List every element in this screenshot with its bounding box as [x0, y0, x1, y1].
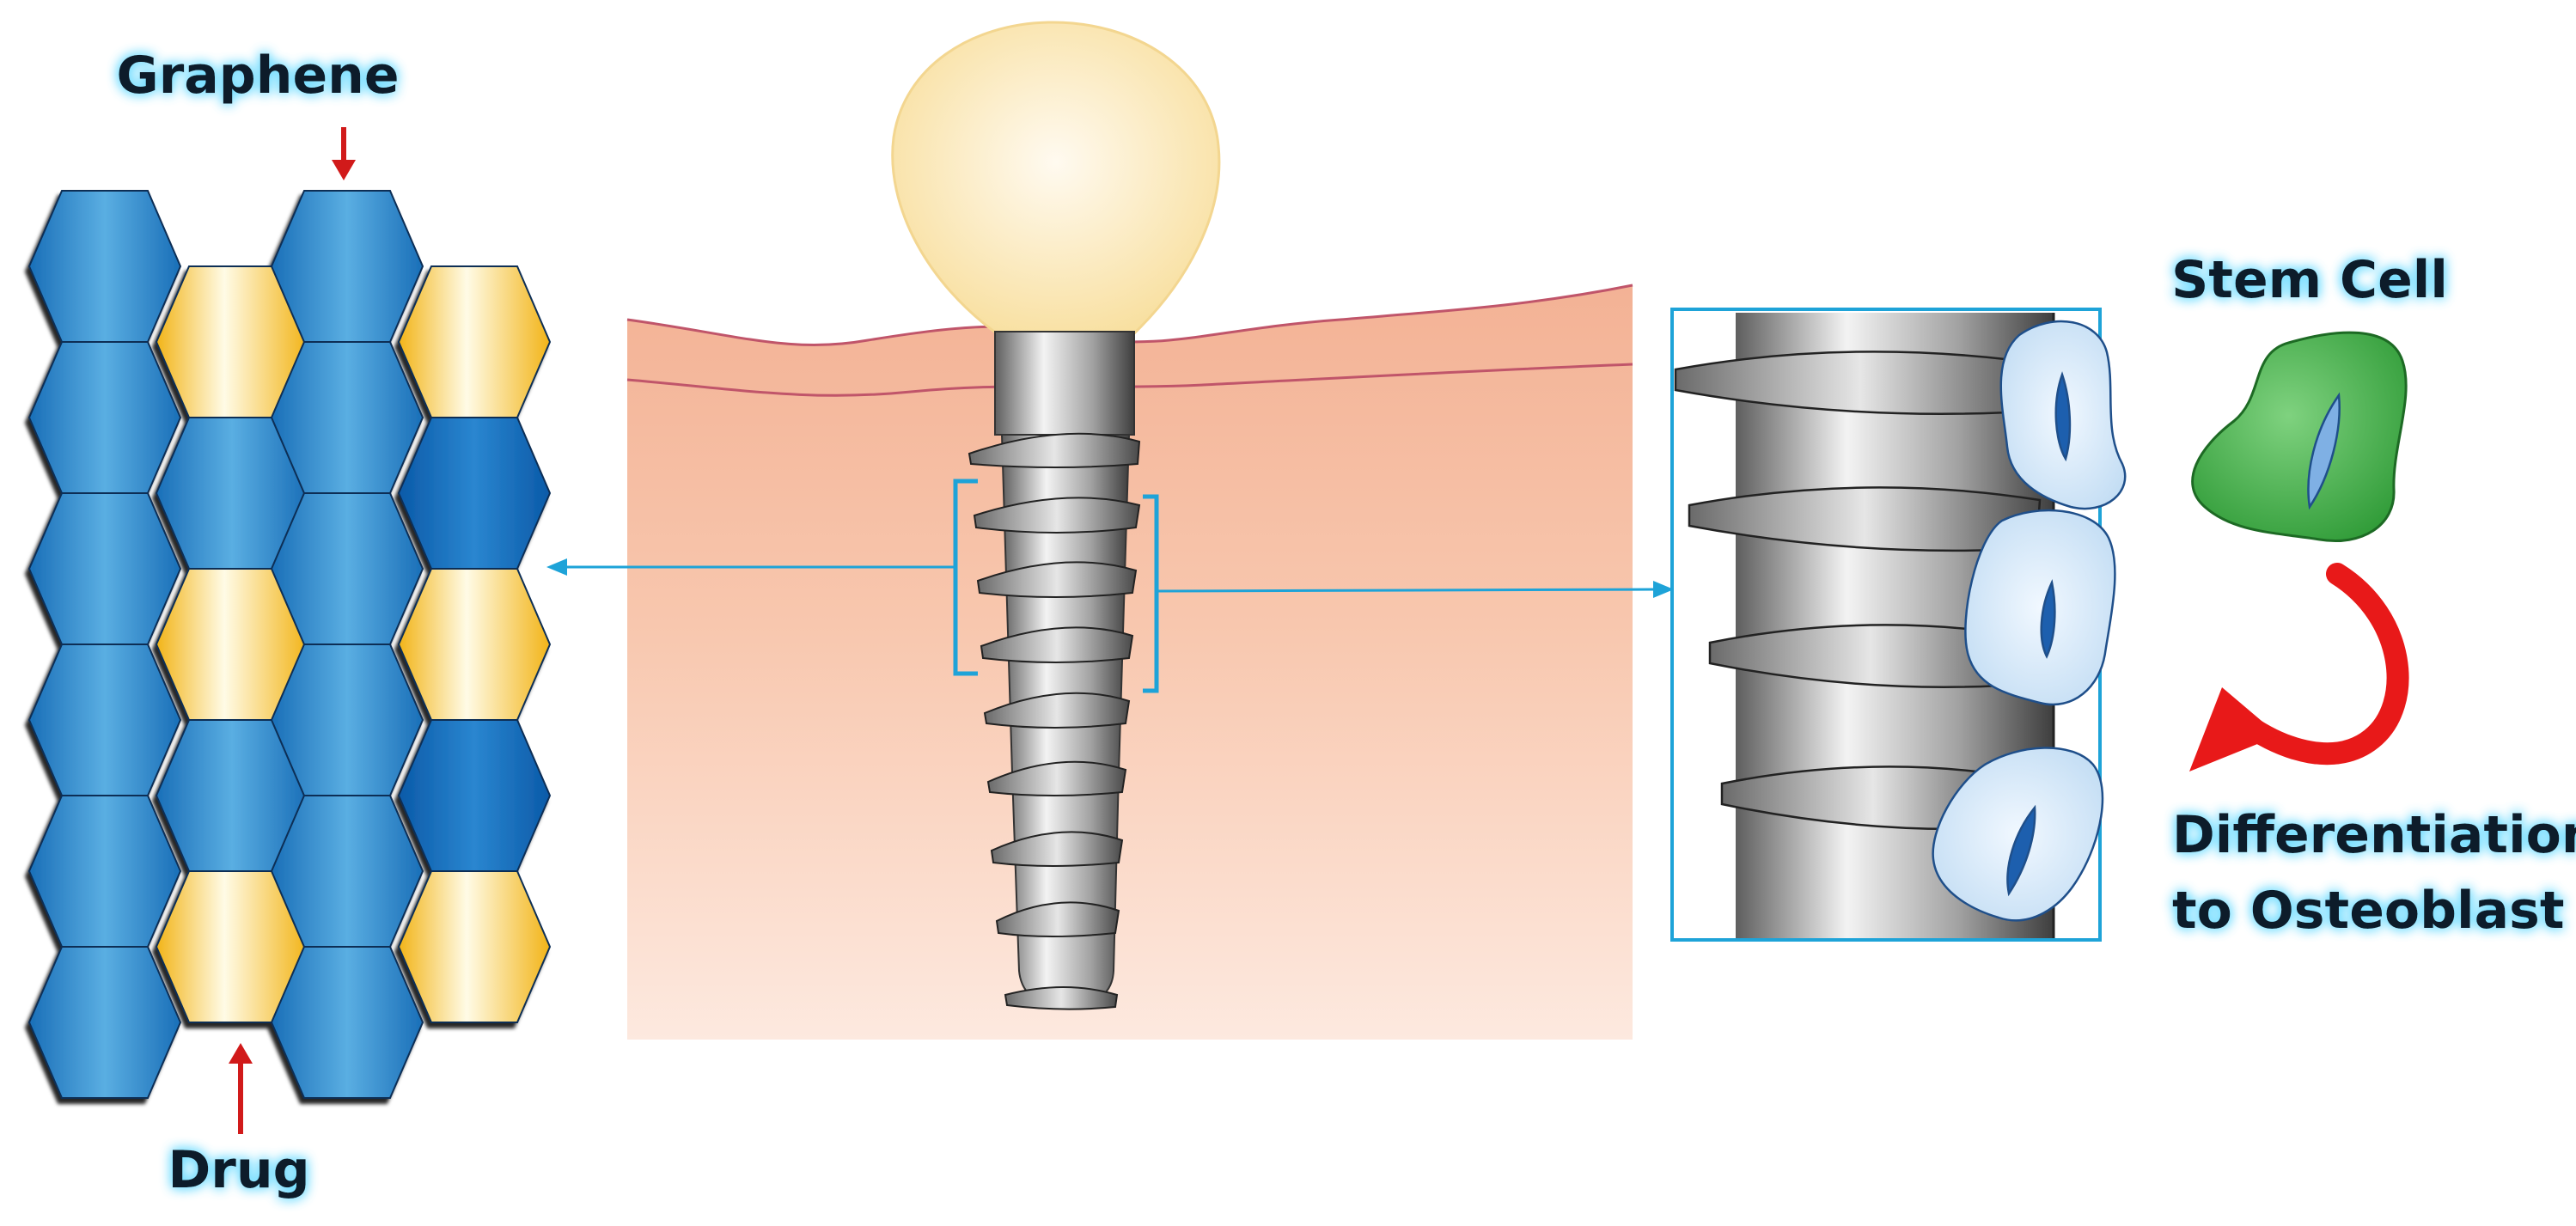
- graphene-hex: [27, 492, 182, 645]
- left-bracket: [953, 479, 978, 676]
- pointer-arrow-icon: [229, 1043, 253, 1134]
- osteoblast-cell: [1964, 509, 2116, 706]
- graphene-hex: [270, 341, 424, 494]
- graphene-hex: [270, 643, 424, 796]
- graphene-hex: [27, 795, 182, 948]
- right-bracket: [1143, 494, 1159, 693]
- connector-right: [1156, 581, 1674, 598]
- pointer-arrow-icon: [332, 127, 356, 180]
- differentiation-line-1: Differentiation: [2172, 805, 2576, 865]
- zoom-panel: [1670, 308, 2127, 942]
- drug-hex: [397, 568, 552, 721]
- graphene-hex: [27, 643, 182, 796]
- graphene-hex: [397, 719, 552, 872]
- curved-arrow-icon: [2189, 563, 2409, 772]
- graphene-hex: [27, 946, 182, 1099]
- stem-cell-label: Stem Cell: [2171, 250, 2448, 310]
- drug-hex: [397, 870, 552, 1023]
- drug-label: Drug: [168, 1140, 309, 1200]
- differentiation-line-2: to Osteoblast: [2172, 881, 2565, 941]
- graphene-hex: [27, 341, 182, 494]
- graphene-hex: [27, 190, 182, 343]
- graphene-label: Graphene: [116, 46, 399, 106]
- tooth-crown: [891, 21, 1221, 335]
- zoomed-threads: [1674, 351, 2047, 831]
- implant-abutment: [994, 331, 1135, 436]
- graphene-hex: [270, 795, 424, 948]
- graphene-hex: [270, 492, 424, 645]
- graphene-hex: [270, 946, 424, 1099]
- graphene-hex: [270, 190, 424, 343]
- differentiation-label: Differentiation to Osteoblast: [2172, 805, 2576, 941]
- drug-hex: [397, 265, 552, 418]
- stem-cell: [2191, 331, 2408, 542]
- connector-left: [546, 558, 955, 576]
- osteoblast-cells: [1932, 320, 2127, 922]
- graphene-hex: [397, 417, 552, 570]
- stem-cell-nucleus: [2307, 392, 2341, 510]
- implant-threads: [968, 432, 1141, 1010]
- graphene-lattice: [27, 190, 552, 1099]
